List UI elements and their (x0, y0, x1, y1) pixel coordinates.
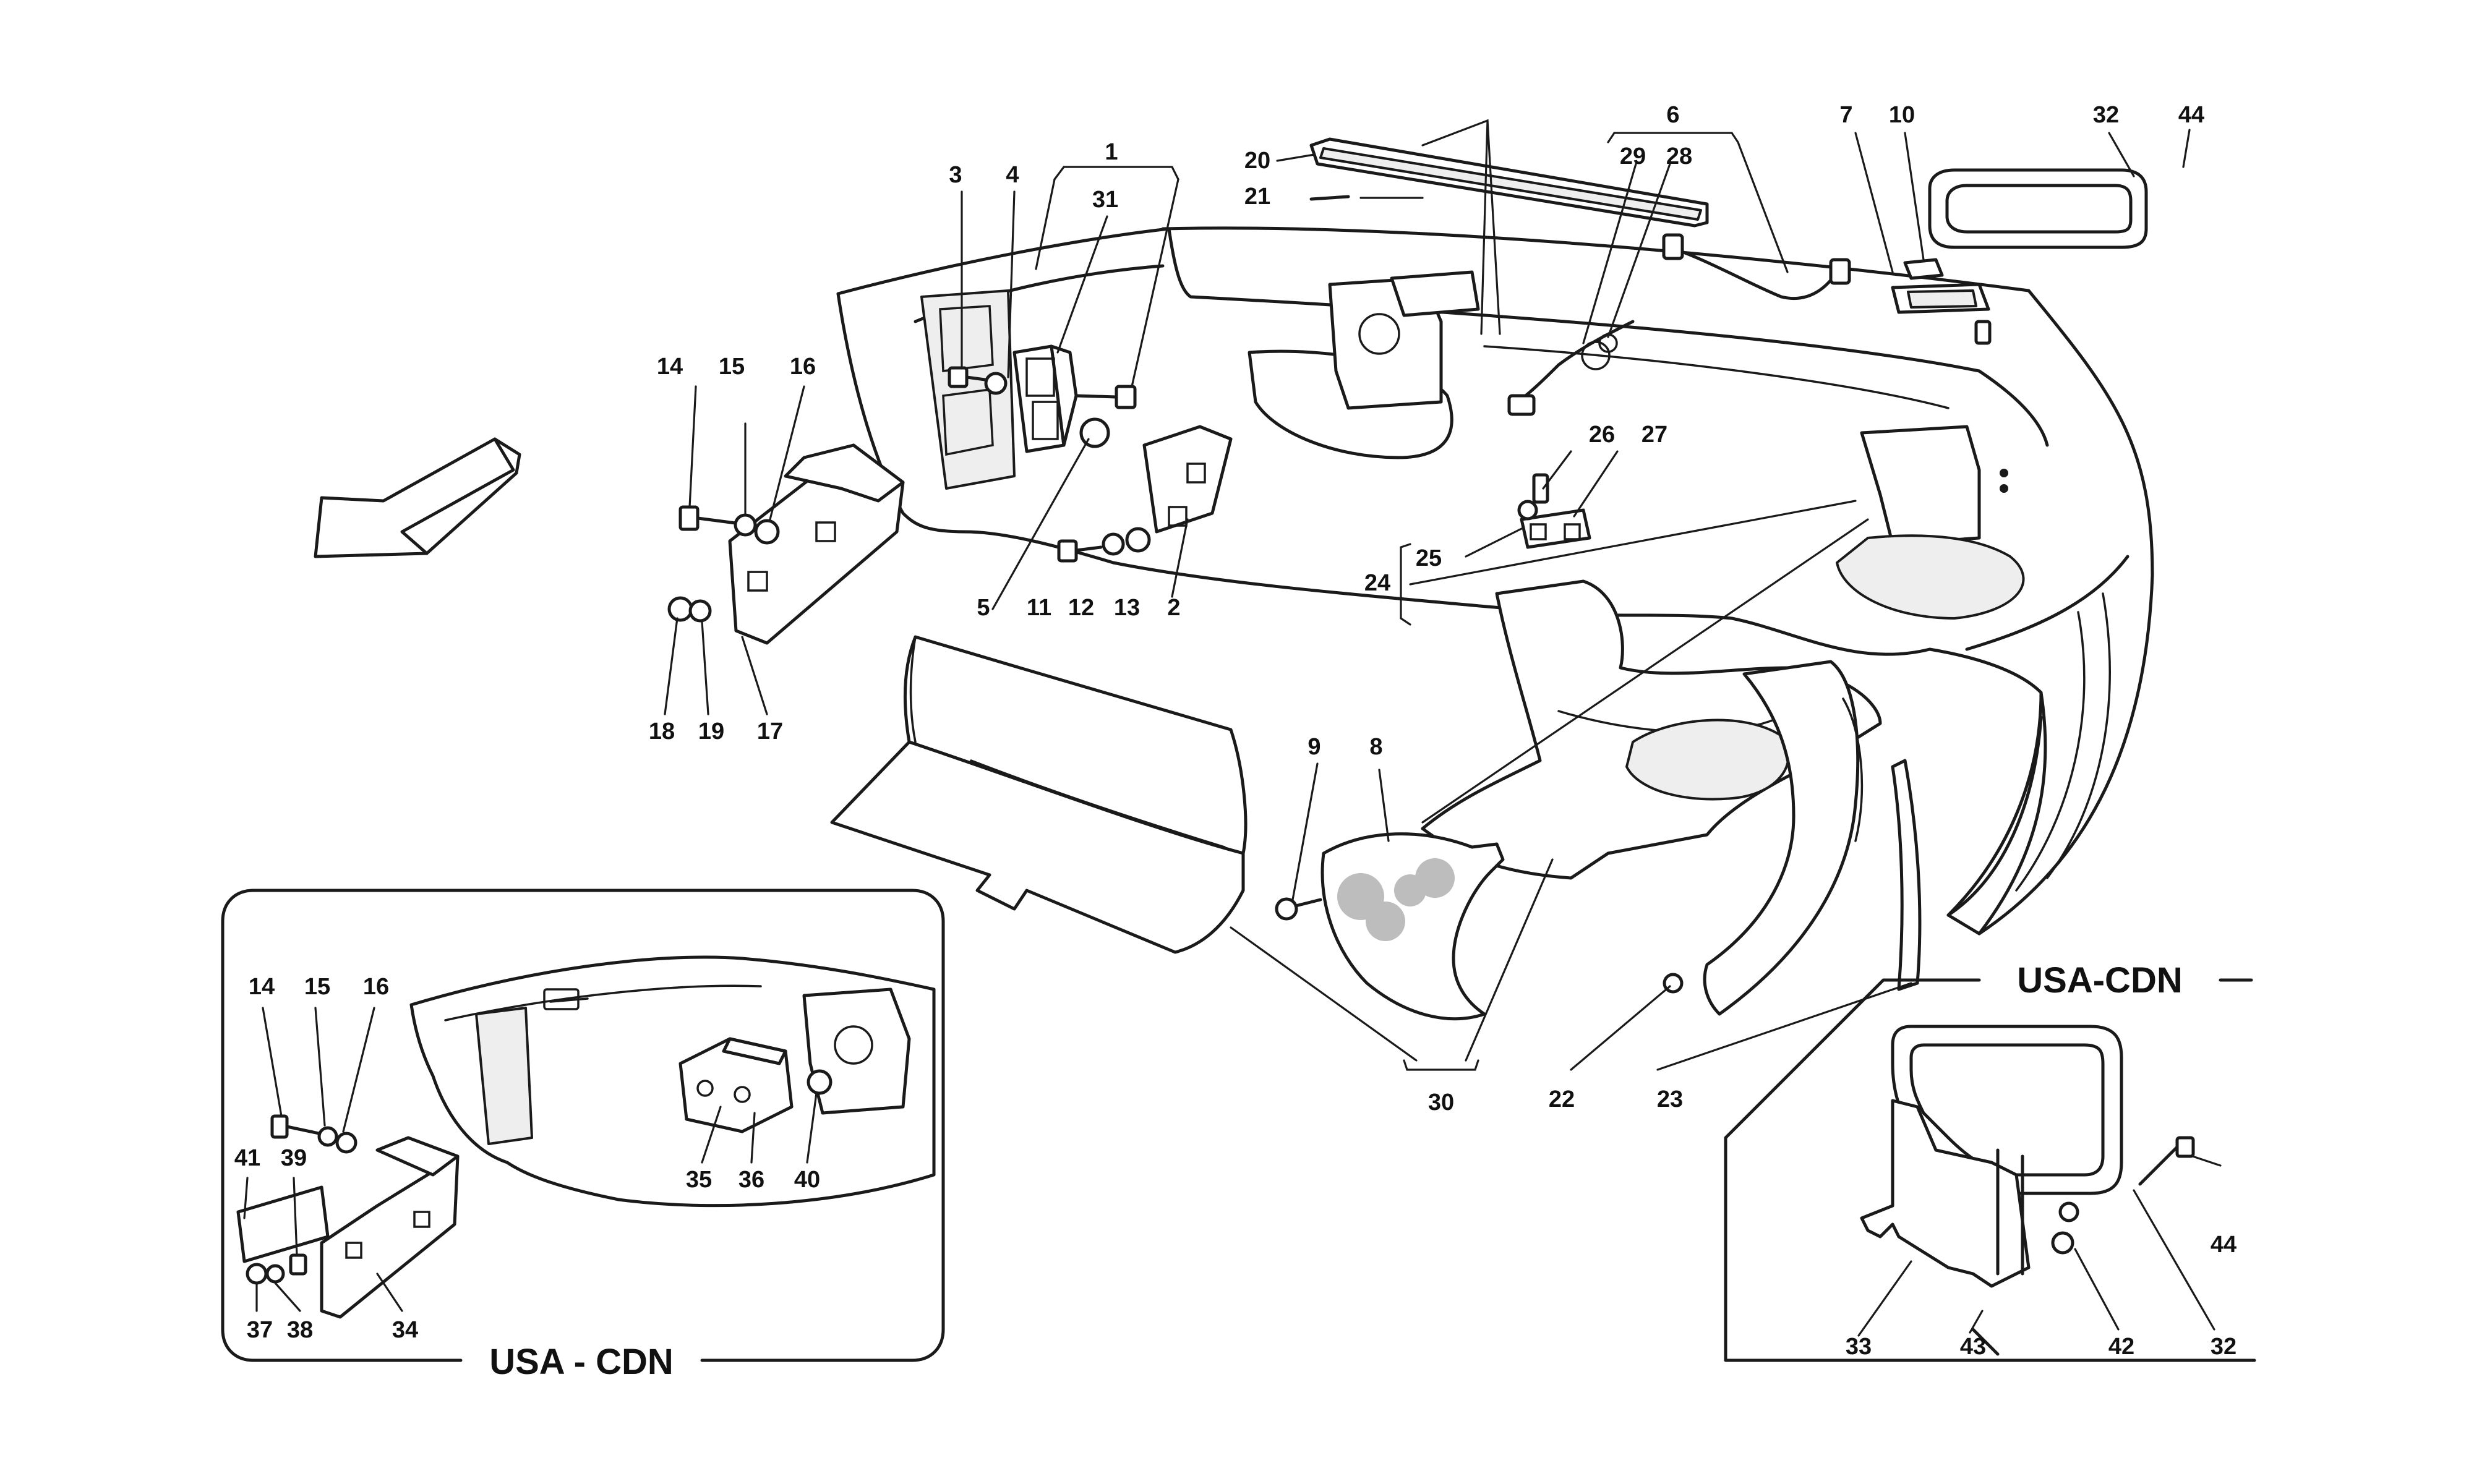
callout-13: 13 (1114, 595, 1140, 621)
bolt-set-14-16 (667, 505, 780, 623)
callout-inset-33: 33 (1846, 1334, 1872, 1360)
callout-9: 9 (1308, 734, 1320, 760)
callout-inset-36: 36 (738, 1167, 764, 1193)
callout-7: 7 (1839, 102, 1852, 128)
callout-numbers-inset-left: 14 15 16 34 35 36 37 38 39 40 41 USA - C… (234, 974, 820, 1382)
market-label-inset-left: USA - CDN (489, 1342, 674, 1382)
callout-numbers-inset-right: USA-CDN 32 33 42 43 44 (1846, 960, 2236, 1360)
licence-plate-light-7 (1891, 283, 1992, 345)
front-direction-arrow-icon (314, 437, 521, 558)
callout-inset-41: 41 (234, 1145, 260, 1171)
market-label-inset-right: USA-CDN (2017, 960, 2182, 1000)
callout-inset-35: 35 (686, 1167, 712, 1193)
callout-3: 3 (949, 162, 962, 188)
bracket-17 (728, 443, 905, 645)
under-tray-right (1421, 579, 1882, 1016)
under-tray-left (830, 635, 1248, 954)
callout-21: 21 (1244, 184, 1270, 210)
callout-26: 26 (1589, 422, 1615, 448)
callout-inset-39: 39 (281, 1145, 307, 1171)
callout-8: 8 (1369, 734, 1382, 760)
callout-inset-14: 14 (249, 974, 275, 1000)
callout-inset-16: 16 (363, 974, 389, 1000)
callout-28: 28 (1666, 143, 1692, 169)
inset-left-usa-cdn (221, 889, 945, 1362)
seal-strip-20 (1309, 137, 1709, 228)
callout-16: 16 (790, 354, 816, 380)
callout-inset-38: 38 (287, 1317, 313, 1343)
inset-right-usa-cdn (1724, 978, 2256, 1362)
callout-inset-42: 42 (2108, 1334, 2134, 1360)
callout-31: 31 (1092, 187, 1118, 213)
mesh-heat-shield (1320, 832, 1505, 1021)
mesh-pattern (1337, 858, 1455, 941)
callout-inset-43: 43 (1960, 1334, 1986, 1360)
callout-1: 1 (1105, 139, 1118, 165)
callout-5: 5 (977, 595, 990, 621)
callout-10: 10 (1889, 102, 1915, 128)
leader-lines (664, 119, 2191, 1071)
callout-32: 32 (2093, 102, 2119, 128)
callout-18: 18 (649, 719, 675, 744)
callout-6: 6 (1666, 102, 1679, 128)
callout-inset-34: 34 (392, 1317, 418, 1343)
callout-12: 12 (1068, 595, 1094, 621)
callout-22: 22 (1549, 1086, 1575, 1112)
callout-4: 4 (1006, 162, 1019, 188)
callout-2: 2 (1167, 595, 1180, 621)
callout-19: 19 (698, 719, 724, 744)
bracket-24 (1517, 473, 1591, 549)
side-strip-23 (1891, 759, 1922, 991)
wiring-harness-6 (1507, 233, 1851, 416)
callout-25: 25 (1416, 545, 1442, 571)
callout-11: 11 (1027, 595, 1051, 621)
callout-inset-37: 37 (247, 1317, 273, 1343)
callout-inset-15: 15 (304, 974, 330, 1000)
callout-23: 23 (1657, 1086, 1683, 1112)
callout-15: 15 (719, 354, 745, 380)
callout-inset-44: 44 (2211, 1232, 2236, 1258)
callout-17: 17 (757, 719, 783, 744)
callout-24: 24 (1364, 570, 1390, 596)
callout-numbers: 1 2 3 4 5 6 7 8 9 10 11 12 13 14 15 16 1… (649, 102, 2204, 1115)
lens-10 (1903, 258, 1944, 280)
bracket-2 (1142, 425, 1233, 534)
bracket-1 (1012, 344, 1078, 453)
callout-27: 27 (1641, 422, 1667, 448)
callout-44: 44 (2178, 102, 2204, 128)
callout-30: 30 (1428, 1090, 1454, 1115)
callout-20: 20 (1244, 148, 1270, 174)
plate-frame-32 (1928, 168, 2148, 249)
callout-inset-32: 32 (2211, 1334, 2236, 1360)
callout-inset-40: 40 (794, 1167, 820, 1193)
callout-29: 29 (1620, 143, 1646, 169)
rear-bumper-body (836, 226, 2154, 936)
callout-14: 14 (657, 354, 683, 380)
